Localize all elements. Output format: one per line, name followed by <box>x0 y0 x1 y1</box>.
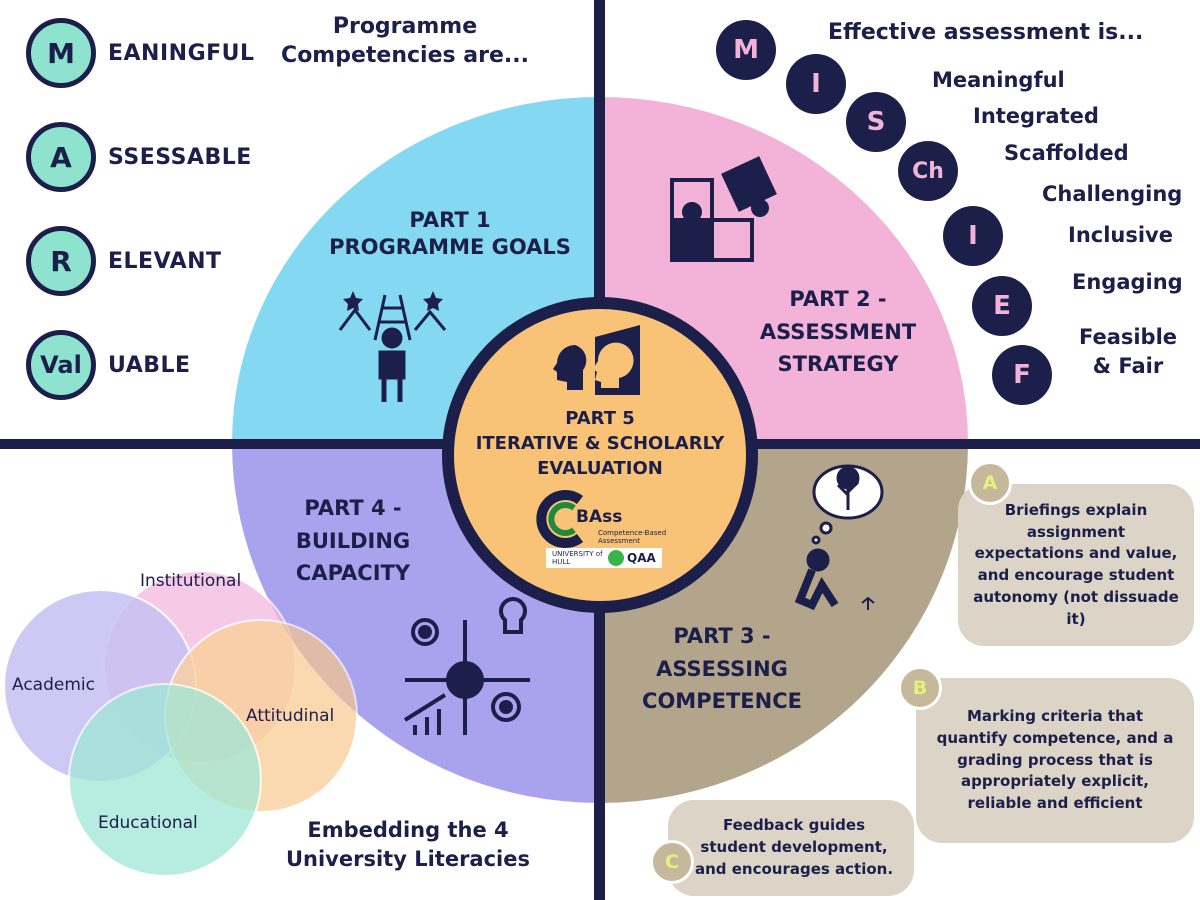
marking-criteria-box-text: Marking criteria that quantify competenc… <box>936 707 1174 813</box>
part1-line1: PART 1 <box>409 208 491 232</box>
part5-line1: PART 5 <box>565 408 635 429</box>
literacies-caption-line2: University Literacies <box>285 847 530 872</box>
box-tag-a: A <box>968 461 1012 505</box>
marv-item-meaningful: M EANINGFUL <box>26 18 255 88</box>
mischief-word-meaningful: Meaningful <box>932 68 1065 92</box>
marv-letter-m: M <box>26 18 96 88</box>
mischief-word-integrated: Integrated <box>973 104 1099 128</box>
marv-item-relevant: R ELEVANT <box>26 226 222 296</box>
part3-line2: ASSESSING <box>656 656 788 681</box>
mischief-letter-i: I <box>786 54 846 114</box>
literacies-caption: Embedding the 4 University Literacies <box>276 816 540 875</box>
marv-item-assessable: A SSESSABLE <box>26 122 252 192</box>
marv-word-valuable: UABLE <box>108 352 191 378</box>
qaa-logo-text: QAA <box>627 551 656 565</box>
mischief-word-engaging: Engaging <box>1072 270 1183 294</box>
marv-word-meaningful: EANINGFUL <box>108 40 255 66</box>
part2-label: PART 2 - ASSESSMENT STRATEGY <box>748 283 928 381</box>
feedback-box-text: Feedback guides student development, and… <box>694 816 894 878</box>
part3-line3: COMPETENCE <box>642 689 802 714</box>
part1-line2: PROGRAMME GOALS <box>329 235 571 260</box>
marv-letter-val: Val <box>26 330 96 400</box>
part1-label: PART 1 PROGRAMME GOALS <box>310 207 590 262</box>
marv-letter-a: A <box>26 122 96 192</box>
marv-letter-r: R <box>26 226 96 296</box>
part5-label: PART 5 ITERATIVE & SCHOLARLY EVALUATION <box>460 406 740 482</box>
educational-circle <box>68 683 262 877</box>
mischief-word-challenging: Challenging <box>1042 182 1183 206</box>
reflection-heads-icon <box>553 325 640 395</box>
part4-line1: PART 4 - <box>304 496 402 520</box>
marv-word-assessable: SSESSABLE <box>108 144 252 170</box>
part5-line3: EVALUATION <box>537 458 663 480</box>
part2-line3: STRATEGY <box>777 352 899 377</box>
puzzle-icon <box>670 156 777 262</box>
marv-heading: Programme Competencies are... <box>281 14 529 69</box>
part4-label: PART 4 - BUILDING CAPACITY <box>278 492 428 590</box>
venn-label-institutional: Institutional <box>140 571 242 591</box>
briefings-box: Briefings explain assignment expectation… <box>958 484 1194 646</box>
cbass-logo-text: BAss <box>576 507 623 527</box>
thinking-person-icon <box>794 464 884 611</box>
mischief-heading: Effective assessment is... <box>828 20 1144 45</box>
briefings-box-text: Briefings explain assignment expectation… <box>973 500 1179 628</box>
part5-circle <box>442 297 758 613</box>
literacies-venn <box>3 570 358 877</box>
part5-line2: ITERATIVE & SCHOLARLY <box>475 433 725 455</box>
hull-logo-text: UNIVERSITY of HULL <box>552 550 603 566</box>
mischief-letter-i2: I <box>943 206 1003 266</box>
mischief-letter-e: E <box>972 276 1032 336</box>
mischief-word-scaffolded: Scaffolded <box>1004 141 1129 165</box>
marking-criteria-box: Marking criteria that quantify competenc… <box>916 678 1194 843</box>
mischief-letter-f: F <box>992 345 1052 405</box>
ladder-person-icon <box>338 291 447 402</box>
box-tag-c: C <box>650 840 694 884</box>
cbass-logo <box>536 490 662 568</box>
box-tag-b: B <box>898 666 942 710</box>
mischief-word-feasible-fair: Feasible & Fair <box>1078 325 1178 379</box>
mischief-letter-s: S <box>846 92 906 152</box>
feedback-box: Feedback guides student development, and… <box>668 800 914 896</box>
network-icon <box>403 597 530 735</box>
mischief-letter-ch: Ch <box>898 141 958 201</box>
marv-item-valuable: Val UABLE <box>26 330 191 400</box>
mischief-word-inclusive: Inclusive <box>1068 223 1173 247</box>
part4-line2: BUILDING <box>295 528 411 553</box>
venn-label-educational: Educational <box>98 813 198 833</box>
part2-line1: PART 2 - <box>789 287 887 311</box>
marv-word-relevant: ELEVANT <box>108 248 222 274</box>
part4-line3: CAPACITY <box>295 561 411 586</box>
venn-label-academic: Academic <box>12 675 95 695</box>
mischief-letter-m: M <box>716 20 776 80</box>
venn-label-attitudinal: Attitudinal <box>246 706 335 726</box>
part2-line2: ASSESSMENT <box>759 319 917 344</box>
literacies-caption-line1: Embedding the 4 <box>307 818 509 842</box>
part3-line1: PART 3 - <box>673 624 771 648</box>
part3-label: PART 3 - ASSESSING COMPETENCE <box>630 620 814 718</box>
cbass-logo-subtext: Competence-Based Assessment <box>598 529 667 545</box>
